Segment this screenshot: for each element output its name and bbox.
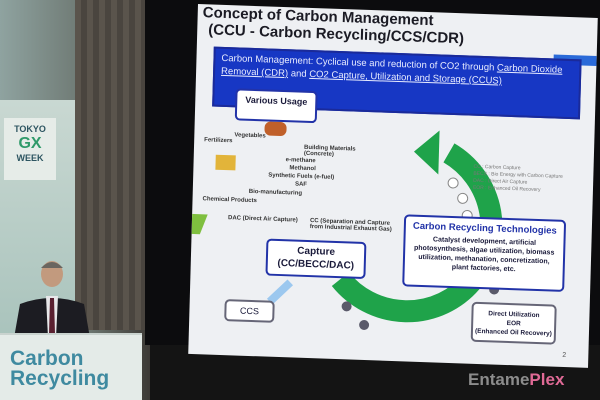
podium: Carbon Recycling xyxy=(0,333,142,400)
presentation-slide: Concept of Carbon Management (CCU - Carb… xyxy=(188,4,598,368)
podium-text: Carbon xyxy=(10,347,84,370)
crt-body: Catalyst development, artificial photosy… xyxy=(413,236,555,274)
capture-box: Capture (CC/BECC/DAC) xyxy=(265,238,367,280)
product-icon xyxy=(215,154,236,171)
various-usage-box: Various Usage xyxy=(234,88,318,124)
co2-dot xyxy=(341,301,352,312)
watermark: EntamePlex xyxy=(468,370,564,390)
logo-line: WEEK xyxy=(16,153,44,163)
storage-arrow xyxy=(266,279,294,305)
label-saf: SAF xyxy=(294,181,308,188)
watermark-text: Plex xyxy=(529,370,565,389)
podium-text: Recycling xyxy=(10,367,110,390)
crt-title: Carbon Recycling Technologies xyxy=(412,220,557,237)
co2-dot xyxy=(359,319,370,330)
box-label: (Enhanced Oil Recovery) xyxy=(474,327,552,338)
logo-line: GX xyxy=(18,135,42,152)
abbreviation-legend: CC : Carbon Capture BECS : Bio Energy wi… xyxy=(473,164,563,195)
page-number: 2 xyxy=(562,351,567,360)
ccs-box: CCS xyxy=(224,299,275,323)
carbon-recycling-box: Carbon Recycling Technologies Catalyst d… xyxy=(402,214,567,292)
watermark-text: Entame xyxy=(468,370,530,389)
step-dot xyxy=(457,192,469,204)
box-label: (CC/BECC/DAC) xyxy=(277,257,355,272)
step-dot xyxy=(447,177,459,189)
speaker xyxy=(14,261,90,338)
curtain xyxy=(75,0,145,330)
box-label: CCS xyxy=(239,305,260,317)
label-methanol: Methanol xyxy=(289,165,316,173)
box-label: Various Usage xyxy=(245,94,308,107)
direct-utilization-box: Direct Utilization EOR (Enhanced Oil Rec… xyxy=(470,301,557,345)
label-fertilizers: Fertilizers xyxy=(204,137,233,145)
logo-line: TOKYO xyxy=(14,124,46,134)
car-icon xyxy=(264,121,287,136)
label-vegetables: Vegetables xyxy=(234,132,266,140)
cycle-arrowhead xyxy=(413,130,440,175)
label-building-materials: Building Materials (Concrete) xyxy=(303,144,356,158)
factory-icon xyxy=(188,213,208,235)
label-e-methane: e-methane xyxy=(285,157,316,165)
tokyo-gx-week-logo: TOKYO GX WEEK xyxy=(4,118,56,180)
